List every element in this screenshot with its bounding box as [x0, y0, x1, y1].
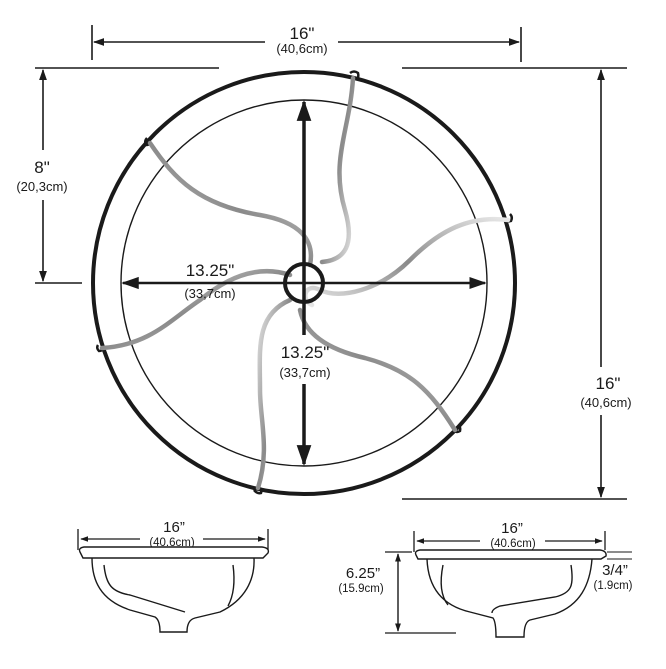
overall-depth-metric: (40,6cm): [580, 395, 631, 410]
right-side-width-metric: (40.6cm): [490, 538, 536, 550]
right-side-height-imperial: 6.25”: [346, 565, 380, 582]
rim-thickness-imperial: 3/4”: [602, 562, 628, 579]
basin-outer-rim: [91, 70, 517, 496]
half-depth-dimension: 8" (20,3cm): [16, 68, 68, 283]
right-side-width-imperial: 16”: [501, 520, 523, 537]
top-width-imperial: 16": [290, 24, 315, 43]
top-width-metric: (40,6cm): [276, 41, 327, 56]
side-view-left: 16” (40.6cm): [77, 519, 270, 633]
left-side-width-imperial: 16”: [163, 519, 185, 536]
rim-thickness-metric: (1.9cm): [594, 580, 633, 592]
bowl-depth-imperial: 13.25": [281, 343, 330, 362]
bowl-width-imperial: 13.25": [186, 261, 235, 280]
sink-profile-right: [414, 549, 607, 560]
sink-profile-left: [78, 546, 270, 559]
half-depth-metric: (20,3cm): [16, 179, 67, 194]
bowl-depth-dimension: 13.25" (33,7cm): [279, 99, 331, 467]
left-side-width-metric: (40.6cm): [149, 537, 195, 549]
top-view: 16" (40,6cm) 8" (20,3cm) 16" (40,6cm): [16, 24, 632, 500]
bowl-width-metric: (33,7cm): [184, 286, 235, 301]
half-depth-imperial: 8": [34, 158, 50, 177]
top-width-dimension: 16" (40,6cm): [91, 24, 522, 62]
right-side-height-metric: (15.9cm): [338, 583, 384, 595]
overall-depth-dimension: 16" (40,6cm): [580, 68, 632, 499]
bowl-depth-metric: (33,7cm): [279, 365, 330, 380]
drain-icon: [283, 262, 325, 304]
overall-depth-imperial: 16": [596, 374, 621, 393]
side-view-right: 16” (40.6cm) 6.25” (15.9cm) 3/4” (1.9cm): [338, 520, 633, 638]
